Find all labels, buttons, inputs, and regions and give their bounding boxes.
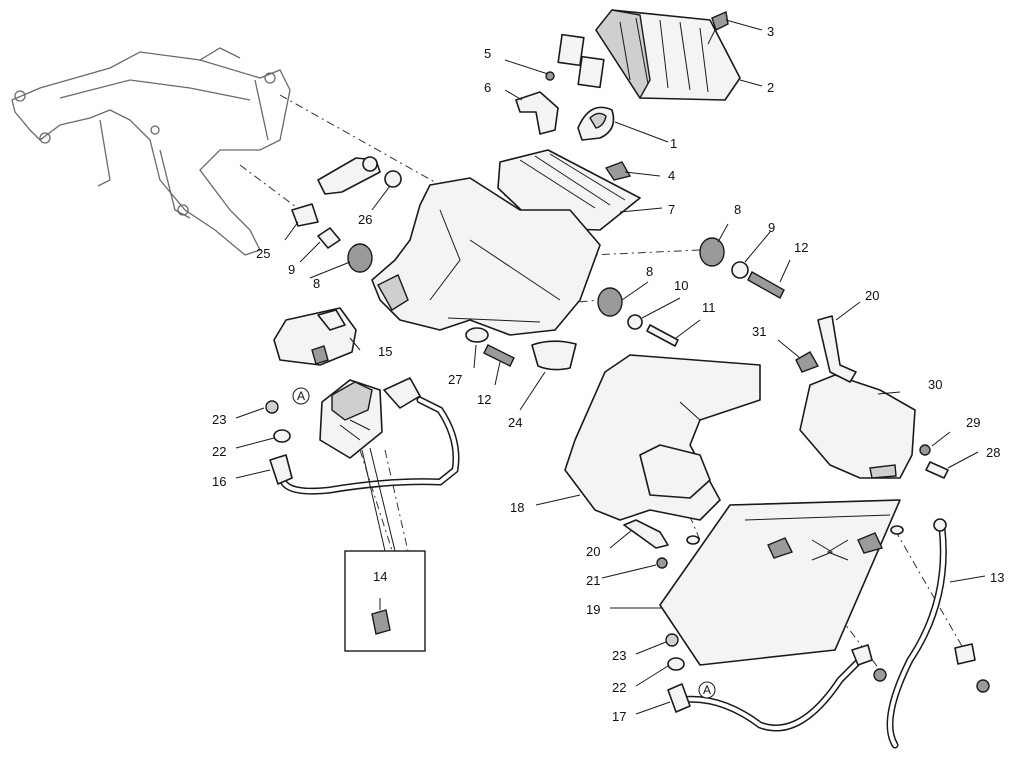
callout-19: 19 — [586, 602, 600, 617]
callout-5: 5 — [484, 46, 491, 61]
callout-labels: 1 2 3 4 5 6 7 8 8 8 9 9 10 11 12 12 13 1… — [212, 24, 1004, 724]
callout-24: 24 — [508, 415, 522, 430]
bracket-upper — [817, 315, 857, 383]
screw-28 — [919, 444, 949, 479]
callout-25: 25 — [256, 246, 270, 261]
small-clip — [604, 161, 632, 181]
callout-8-left: 8 — [313, 276, 320, 291]
callout-8-right: 8 — [734, 202, 741, 217]
inset-pointer — [361, 447, 396, 552]
leader-lines — [235, 19, 986, 715]
callout-30: 30 — [928, 377, 942, 392]
battery-cable-13 — [886, 518, 990, 749]
callout-4: 4 — [668, 168, 675, 183]
marker-a-left: A — [292, 387, 310, 405]
callout-27: 27 — [448, 372, 462, 387]
regulator-screw — [707, 11, 729, 45]
battery-cable-17 — [667, 644, 887, 732]
callout-20-lower: 20 — [586, 544, 600, 559]
callout-3: 3 — [767, 24, 774, 39]
nuts-left — [265, 400, 291, 443]
callout-21: 21 — [586, 573, 600, 588]
washer-10 — [627, 314, 643, 330]
svg-text:A: A — [703, 683, 711, 697]
callout-9-right: 9 — [768, 220, 775, 235]
washer-26 — [384, 170, 402, 188]
callout-18: 18 — [510, 500, 524, 515]
motorcycle-frame — [11, 47, 291, 256]
callout-11: 11 — [702, 300, 716, 315]
callout-6: 6 — [484, 80, 491, 95]
svg-text:A: A — [297, 389, 305, 403]
plate-25 — [291, 203, 319, 227]
marker-a-right: A — [698, 681, 716, 699]
clip — [577, 106, 615, 141]
callout-9-left: 9 — [288, 262, 295, 277]
support-housing — [371, 177, 601, 336]
spacer-left — [317, 227, 341, 249]
callout-12-left: 12 — [477, 392, 491, 407]
fuse-inset — [344, 550, 426, 652]
link-arm — [317, 156, 381, 195]
terminal-connectors — [545, 33, 605, 89]
spacer-right — [731, 261, 749, 279]
callout-7: 7 — [668, 202, 675, 217]
rubber-mount — [531, 340, 577, 371]
callout-23-right: 23 — [612, 648, 626, 663]
callout-29: 29 — [966, 415, 980, 430]
callout-28: 28 — [986, 445, 1000, 460]
callout-8-mid: 8 — [646, 264, 653, 279]
callout-10: 10 — [674, 278, 688, 293]
callout-17: 17 — [612, 709, 626, 724]
starter-relay — [319, 379, 383, 459]
callout-26: 26 — [358, 212, 372, 227]
callout-13: 13 — [990, 570, 1004, 585]
battery — [659, 499, 904, 666]
bracket-lower — [623, 519, 669, 569]
relay-cover — [273, 307, 357, 366]
callout-2: 2 — [767, 80, 774, 95]
callout-16: 16 — [212, 474, 226, 489]
screws — [483, 271, 785, 367]
voltage-regulator — [595, 9, 741, 101]
fuse-box-cover — [799, 374, 916, 479]
battery-cover — [564, 354, 761, 521]
bracket — [515, 91, 559, 135]
clip-31 — [795, 351, 820, 373]
callout-12-right: 12 — [794, 240, 808, 255]
callout-31: 31 — [752, 324, 766, 339]
relay-cable-16 — [269, 377, 460, 495]
callout-15: 15 — [378, 344, 392, 359]
callout-22-left: 22 — [212, 444, 226, 459]
callout-14: 14 — [373, 569, 387, 584]
washer-27 — [465, 327, 489, 343]
nuts-right — [665, 633, 685, 671]
callout-1: 1 — [670, 136, 677, 151]
callout-20-upper: 20 — [865, 288, 879, 303]
rubber-grommets — [347, 237, 725, 317]
callout-22-right: 22 — [612, 680, 626, 695]
callout-23-left: 23 — [212, 412, 226, 427]
